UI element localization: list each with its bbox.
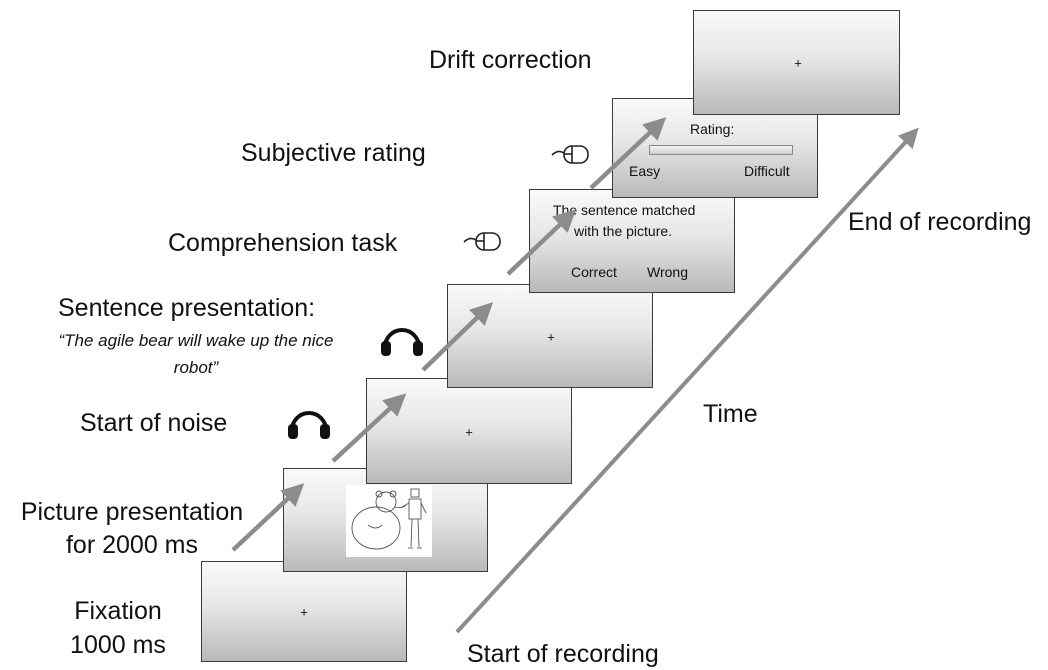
mouse-icon — [551, 145, 589, 164]
rating-scale-bar[interactable] — [649, 145, 793, 155]
headphones-icon — [381, 328, 423, 356]
comprehension-screen: The sentence matched with the picture. C… — [529, 189, 735, 293]
drift-correction-screen: + — [693, 10, 900, 115]
fixation-screen: + — [201, 561, 407, 662]
sentence-cross: + — [547, 329, 555, 345]
drift-cross: + — [794, 55, 802, 71]
bear-robot-picture — [346, 485, 432, 557]
fixation-cross: + — [300, 604, 308, 620]
picture-label-line2: for 2000 ms — [65, 531, 198, 559]
fixation-label: Fixation 1000 ms — [58, 594, 178, 662]
step-arrow-5 — [589, 117, 667, 190]
picture-screen — [283, 468, 488, 572]
fixation-label-line2: 1000 ms — [70, 631, 166, 659]
step-arrow-1 — [231, 483, 305, 552]
sentence-quote-line1: “The agile bear will wake up the nice — [58, 331, 334, 350]
picture-label-line1: Picture presentation — [20, 498, 244, 526]
subjective-rating-label: Subjective rating — [241, 139, 426, 167]
comprehension-task-label: Comprehension task — [168, 229, 398, 257]
headphones-icon — [288, 411, 330, 439]
wrong-option[interactable]: Wrong — [647, 264, 688, 280]
rating-difficult-label: Difficult — [744, 163, 790, 179]
start-of-recording-label: Start of recording — [467, 640, 659, 668]
step-arrow-4 — [506, 209, 577, 276]
time-arrow — [455, 127, 919, 634]
drift-correction-label: Drift correction — [429, 46, 592, 74]
sentence-quote-line2: robot” — [173, 358, 219, 377]
sentence-screen: + — [447, 284, 653, 388]
noise-cross: + — [465, 424, 473, 440]
comprehension-question-line1: The sentence matched — [553, 202, 696, 218]
picture-presentation-label: Picture presentation for 2000 ms — [6, 496, 258, 562]
fixation-label-line1: Fixation — [74, 597, 162, 625]
comprehension-question-line2: with the picture. — [574, 223, 673, 239]
mouse-icon — [463, 232, 501, 251]
step-arrow-3 — [421, 302, 494, 372]
rating-easy-label: Easy — [629, 163, 661, 179]
rating-title: Rating: — [690, 121, 735, 137]
correct-option[interactable]: Correct — [571, 264, 617, 280]
end-of-recording-label: End of recording — [848, 208, 1032, 236]
sentence-quote: “The agile bear will wake up the nice ro… — [16, 327, 376, 381]
sentence-presentation-label: Sentence presentation: — [58, 294, 316, 322]
start-of-noise-label: Start of noise — [80, 409, 228, 437]
time-label: Time — [703, 400, 758, 428]
step-arrow-2 — [331, 393, 407, 463]
